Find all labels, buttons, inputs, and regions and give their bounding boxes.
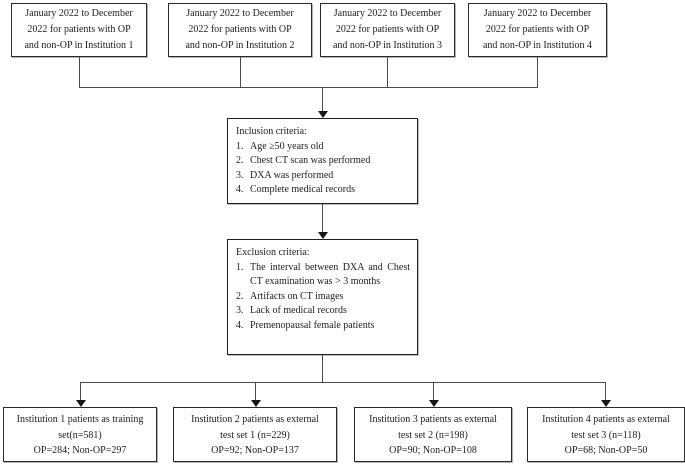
source-box-line: January 2022 to December [483,8,592,19]
outcome-box-line: Institution 3 patients as external [369,414,497,425]
exclusion-title: Exclusion criteria: [236,247,310,258]
outcome-box-line: Institution 2 patients as external [191,414,319,425]
arrow-down-icon [601,400,611,407]
item-text: Premenopausal female patients [250,319,375,331]
source-box-line: January 2022 to December [186,8,294,19]
item-text: The interval between DXA and Chest CT ex… [250,261,410,288]
item-text: Age ≥50 years old [250,140,324,152]
item-number: 4. [236,319,244,331]
source-box-line: 2022 for patients with OP [27,24,131,35]
outcome-box-line: test set 3 (n=118) [571,429,641,441]
connector-outcome-1 [80,382,81,401]
arrow-down-icon [251,400,261,407]
item-text: Complete medical records [250,184,355,196]
source-box-institution-4: January 2022 to December 2022 for patien… [468,3,607,57]
inclusion-criteria-box: Inclusion criteria: 1. Age ≥50 years old… [227,118,418,204]
outcome-box-training-set: Institution 1 patients as training set(n… [3,407,157,462]
inclusion-item: 2. Chest CT scan was performed [236,154,410,169]
item-text: Artifacts on CT images [250,290,344,302]
source-box-line: January 2022 to December [333,8,442,19]
connector-outcome-3 [433,382,434,401]
outcome-box-line: OP=90; Non-OP=108 [389,445,477,456]
connector-source-4 [537,57,538,87]
arrow-down-icon [76,400,86,407]
inclusion-item: 4. Complete medical records [236,183,410,198]
arrow-down-icon [318,111,328,118]
connector-to-split [322,355,323,383]
source-box-line: January 2022 to December [25,8,133,19]
exclusion-item: 2. Artifacts on CT images [236,290,410,305]
connector-to-inclusion [322,87,323,112]
item-number: 2. [236,155,244,167]
item-number: 2. [236,290,244,302]
exclusion-item: 3. Lack of medical records [236,304,410,319]
inclusion-title: Inclusion criteria: [236,126,307,137]
connector-merge-line [79,87,538,88]
source-box-institution-2: January 2022 to December 2022 for patien… [168,3,312,57]
inclusion-item: 3. DXA was performed [236,169,410,184]
outcome-box-line: Institution 4 patients as external [542,414,670,425]
outcome-box-line: Institution 1 patients as training [16,414,144,425]
item-number: 3. [236,169,244,181]
source-box-line: and non-OP in Institution 1 [24,40,134,51]
source-box-line: and non-OP in Institution 4 [482,40,593,51]
connector-to-exclusion [322,204,323,232]
item-number: 4. [236,184,244,196]
outcome-box-line: OP=92; Non-OP=137 [211,445,299,456]
source-box-line: and non-OP in Institution 3 [332,40,443,51]
item-number: 1. [236,140,244,152]
outcome-box-line: test set 2 (n=198) [398,429,468,441]
item-text: Lack of medical records [250,305,347,317]
arrow-down-icon [429,400,439,407]
outcome-box-test-set-1: Institution 2 patients as external test … [173,407,337,462]
connector-source-2 [240,57,241,87]
exclusion-criteria-box: Exclusion criteria: 1. The interval betw… [227,239,418,355]
inclusion-item: 1. Age ≥50 years old [236,140,410,155]
outcome-box-line: test set 1 (n=229) [220,429,290,441]
outcome-box-test-set-2: Institution 3 patients as external test … [354,407,512,462]
outcome-box-test-set-3: Institution 4 patients as external test … [527,407,685,462]
outcome-box-line: set(n=581) [58,429,102,441]
source-box-line: 2022 for patients with OP [188,24,292,35]
connector-outcome-4 [605,382,606,401]
exclusion-item: 1. The interval between DXA and Chest CT… [236,261,410,290]
source-box-institution-3: January 2022 to December 2022 for patien… [320,3,455,57]
source-box-line: and non-OP in Institution 2 [185,40,295,51]
item-text: DXA was performed [250,169,334,181]
connector-source-3 [387,57,388,87]
item-text: Chest CT scan was performed [250,155,371,167]
arrow-down-icon [318,232,328,239]
connector-split-line [80,382,606,383]
connector-outcome-2 [255,382,256,401]
item-number: 1. [236,261,244,273]
item-number: 3. [236,305,244,317]
outcome-box-line: OP=284; Non-OP=297 [33,445,127,456]
outcome-box-line: OP=68; Non-OP=50 [564,445,648,456]
exclusion-item: 4. Premenopausal female patients [236,319,410,334]
source-box-line: 2022 for patients with OP [335,24,440,35]
source-box-institution-1: January 2022 to December 2022 for patien… [11,3,147,57]
source-box-line: 2022 for patients with OP [485,24,590,35]
connector-source-1 [79,57,80,87]
